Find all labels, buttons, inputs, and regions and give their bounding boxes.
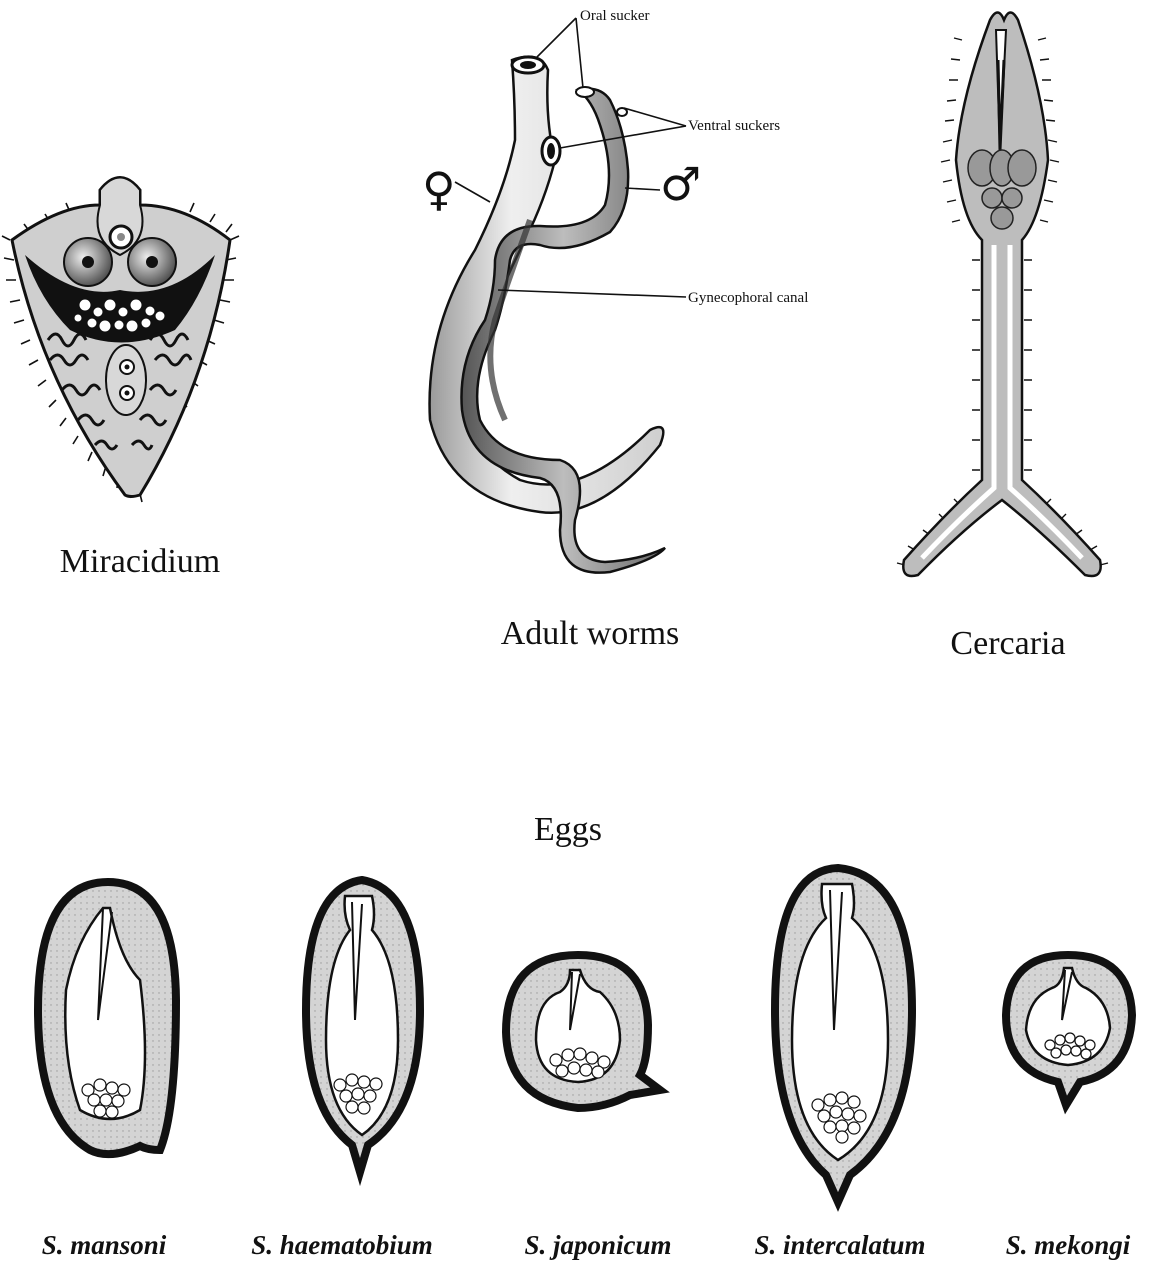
miracidium-illustration: Miracidium xyxy=(2,178,239,581)
species-label-japonicum: S. japonicum xyxy=(524,1230,671,1260)
species-label-mekongi: S. mekongi xyxy=(1006,1230,1131,1260)
cercaria-illustration: Cercaria xyxy=(897,13,1108,663)
flame-cell-organ xyxy=(106,345,146,415)
egg-s-intercalatum: S. intercalatum xyxy=(754,868,925,1260)
female-symbol: ♀ xyxy=(422,162,456,216)
egg-s-mekongi: S. mekongi xyxy=(1006,955,1132,1260)
gynecophoral-canal-label: Gynecophoral canal xyxy=(688,290,808,306)
miracidium-caption: Miracidium xyxy=(60,543,221,580)
egg-s-mansoni: S. mansoni xyxy=(38,882,176,1260)
female-worm-body xyxy=(430,57,664,513)
cercaria-caption: Cercaria xyxy=(950,625,1065,662)
ventral-suckers-label: Ventral suckers xyxy=(688,118,780,134)
oral-sucker-label: Oral sucker xyxy=(580,8,650,24)
species-label-intercalatum: S. intercalatum xyxy=(754,1230,925,1260)
adult-worms-illustration: Oral sucker Ventral suckers Gynecophoral… xyxy=(422,8,808,652)
egg-s-haematobium: S. haematobium xyxy=(251,880,433,1260)
egg-s-japonicum: S. japonicum xyxy=(506,955,672,1260)
species-label-mansoni: S. mansoni xyxy=(42,1230,167,1260)
male-oral-sucker xyxy=(576,87,594,97)
species-label-haematobium: S. haematobium xyxy=(251,1230,433,1260)
adult-worms-caption: Adult worms xyxy=(501,615,680,652)
male-symbol: ♂ xyxy=(660,157,701,211)
eggs-title: Eggs xyxy=(534,811,602,848)
